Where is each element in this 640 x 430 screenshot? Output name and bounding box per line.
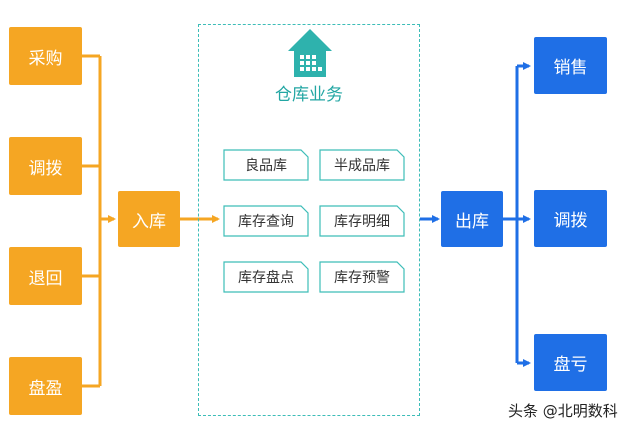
outbound-box: 出库 (441, 191, 503, 247)
function-tag-semi-finished: 半成品库 (319, 149, 405, 181)
warehouse-title: 仓库业务 (275, 85, 343, 105)
function-tag-stock-detail: 库存明细 (319, 205, 405, 237)
source-surplus-label: 盘盈 (28, 378, 63, 399)
function-tag-stock-count: 库存盘点 (223, 261, 309, 293)
warehouse-house-icon (288, 29, 332, 77)
outbound-connectors (420, 62, 531, 367)
destination-loss-box: 盘亏 (534, 334, 607, 391)
inbound-connectors (82, 54, 220, 388)
outbound-label: 出库 (455, 211, 489, 232)
source-transfer-box: 调拨 (9, 137, 82, 195)
warehouse-panel (198, 24, 420, 416)
function-tag-stock-alert: 库存预警 (319, 261, 405, 293)
inbound-label: 入库 (132, 211, 166, 232)
source-transfer-label: 调拨 (28, 158, 63, 179)
watermark-text: 头条 @北明数科 (508, 402, 618, 420)
function-label: 库存盘点 (238, 270, 294, 286)
function-tag-good-stock: 良品库 (223, 149, 309, 181)
source-purchase-box: 采购 (9, 27, 82, 85)
function-label: 半成品库 (334, 158, 390, 174)
destination-loss-label: 盘亏 (553, 355, 588, 375)
source-purchase-label: 采购 (28, 48, 63, 69)
source-surplus-box: 盘盈 (9, 357, 82, 415)
function-tag-stock-query: 库存查询 (223, 205, 309, 237)
inbound-box: 入库 (118, 191, 180, 247)
destination-transfer-label: 调拨 (553, 211, 588, 231)
destination-sales-box: 销售 (534, 37, 607, 94)
function-label: 良品库 (245, 158, 287, 174)
function-label: 库存查询 (238, 214, 294, 230)
destination-sales-label: 销售 (553, 58, 588, 78)
function-label: 库存预警 (334, 270, 390, 286)
destination-transfer-box: 调拨 (534, 190, 607, 247)
function-label: 库存明细 (334, 214, 390, 230)
source-return-label: 退回 (28, 268, 63, 289)
source-return-box: 退回 (9, 247, 82, 305)
